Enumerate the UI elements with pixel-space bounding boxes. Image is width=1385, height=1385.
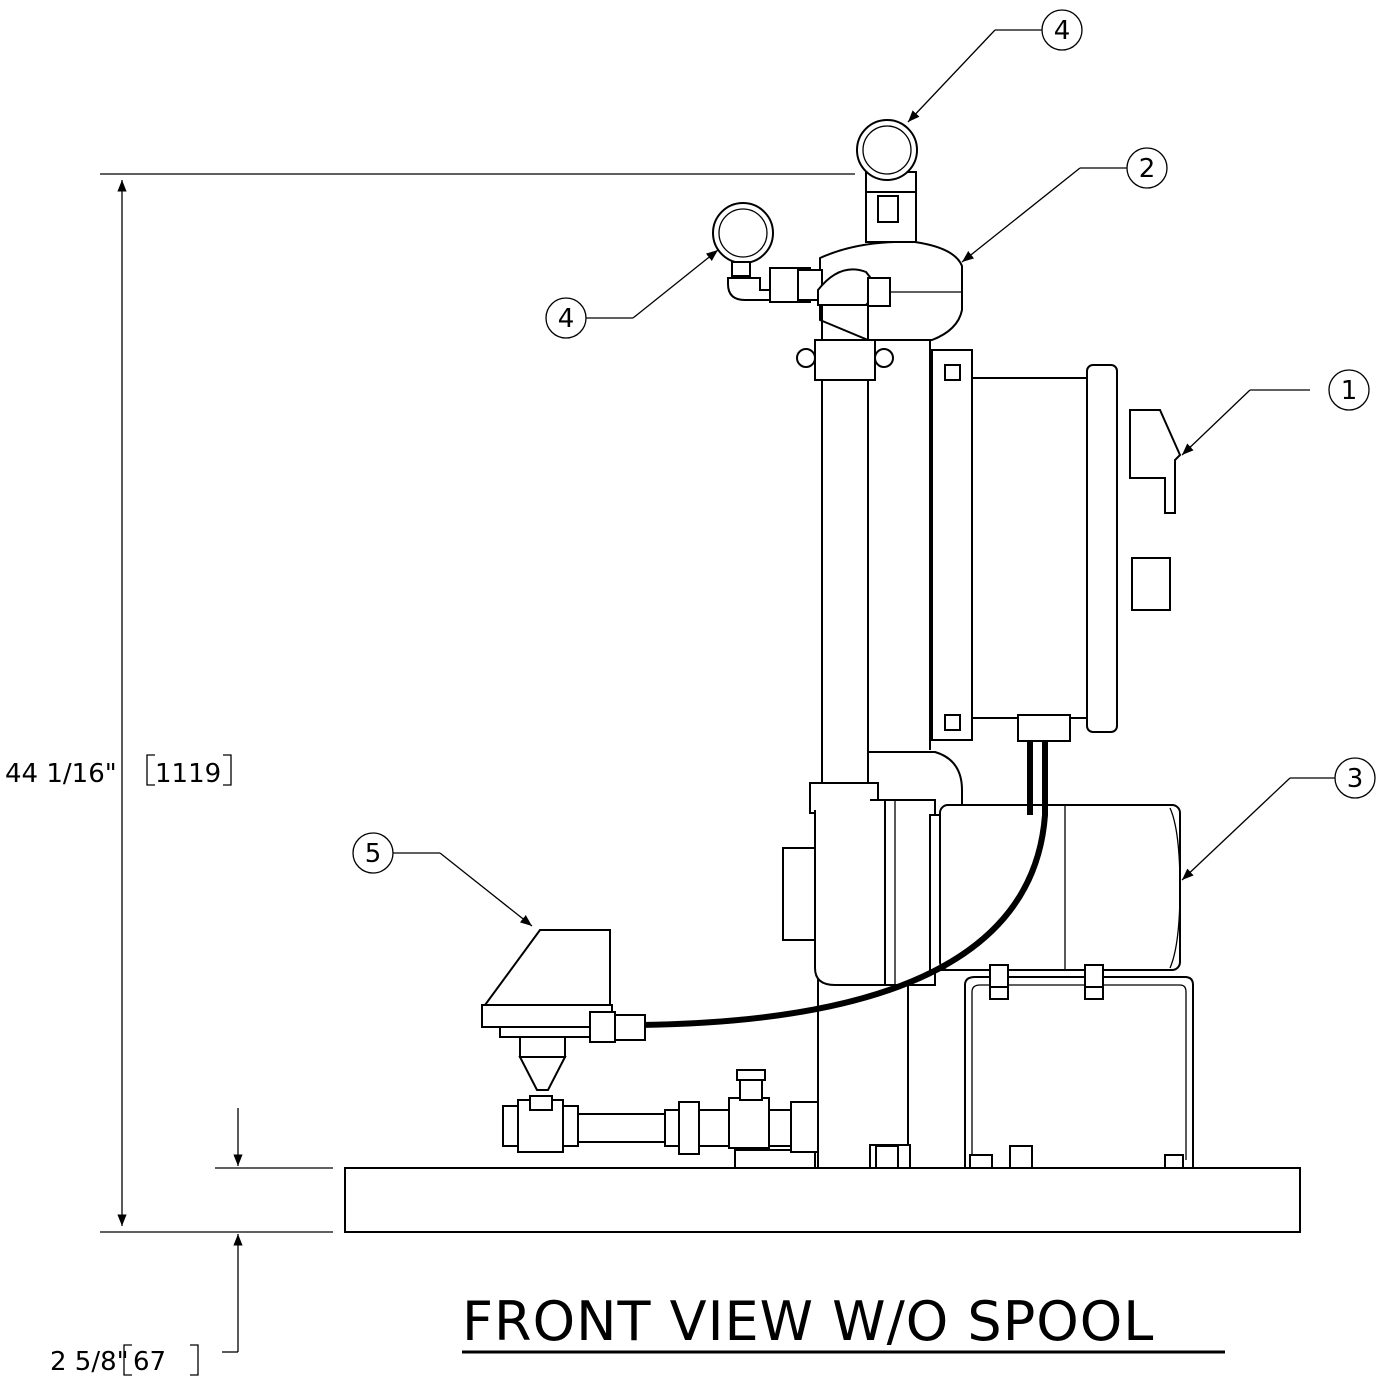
balloon-2: 2 (961, 147, 1168, 263)
base-height-dimension: 2 5/8" 67 (50, 1108, 333, 1377)
flow-sensor (481, 929, 646, 1091)
svg-text:3: 3 (1347, 764, 1364, 794)
svg-text:5: 5 (365, 839, 382, 869)
svg-text:2: 2 (1139, 154, 1156, 184)
overall-height-metric: 1119 (155, 759, 221, 789)
svg-text:4: 4 (1054, 16, 1071, 46)
filter-head (819, 171, 963, 341)
pump-body (782, 799, 961, 986)
overall-height-dimension: 44 1/16" 1119 (5, 173, 855, 1233)
drop-pipe (796, 304, 894, 882)
control-panel (931, 349, 1182, 742)
pressure-gauge-left (712, 202, 891, 307)
balloon-4-left: 4 (545, 249, 719, 339)
balloon-3: 3 (1181, 757, 1376, 881)
svg-text:1: 1 (1341, 376, 1358, 406)
vertical-column (734, 250, 963, 1169)
cable (639, 740, 1048, 1028)
base-height-imperial: 2 5/8" (50, 1347, 129, 1377)
pressure-gauge-top (856, 119, 918, 181)
base-piping (502, 1069, 819, 1155)
balloon-4-top: 4 (907, 9, 1083, 123)
balloon-1: 1 (1181, 369, 1370, 456)
motor (939, 804, 1181, 971)
view-title: FRONT VIEW W/O SPOOL (462, 1290, 1225, 1354)
svg-text:4: 4 (558, 304, 575, 334)
view-title-text: FRONT VIEW W/O SPOOL (462, 1290, 1154, 1353)
overall-height-imperial: 44 1/16" (5, 759, 117, 789)
base-height-metric: 67 (133, 1347, 166, 1377)
balloon-5: 5 (352, 832, 533, 927)
motor-stand (875, 964, 1194, 1169)
base-plate (344, 1167, 1301, 1233)
